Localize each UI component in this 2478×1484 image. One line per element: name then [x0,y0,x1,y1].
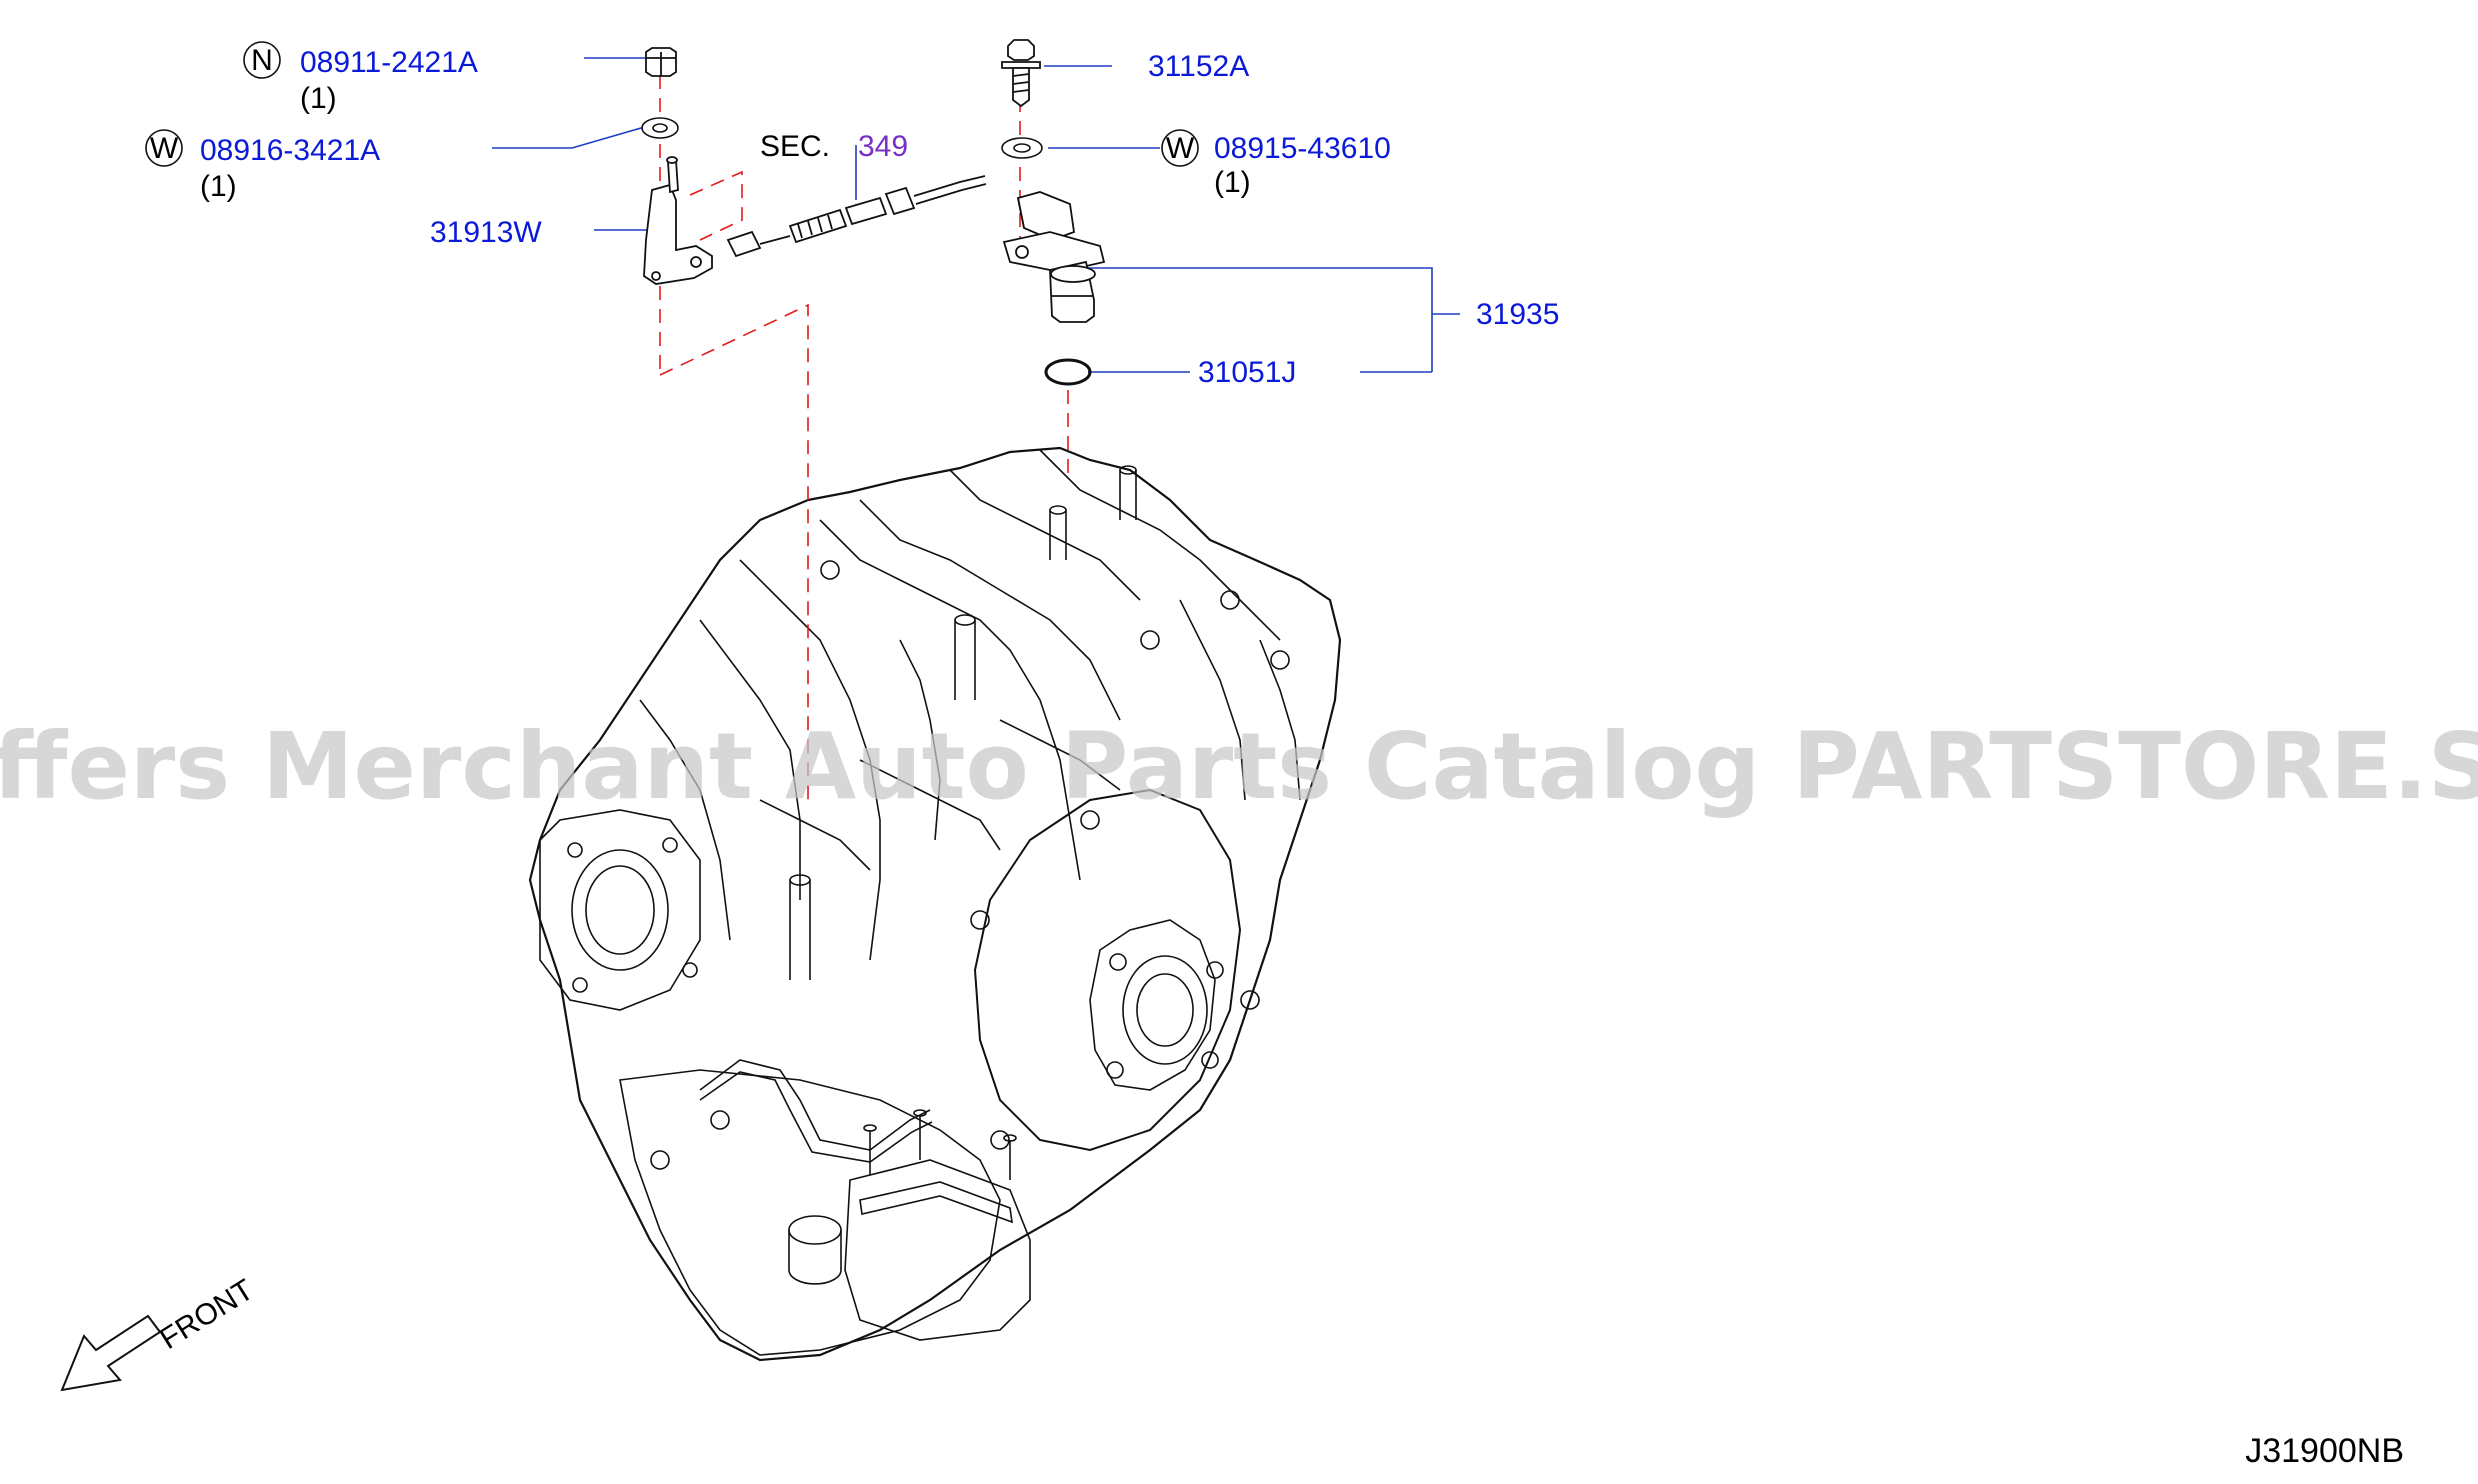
washer-left-part[interactable] [641,117,679,139]
bracket-part-number[interactable]: 31913W [430,216,542,249]
nut-symbol-circle [243,41,281,79]
front-arrow-icon [60,1314,162,1392]
bolt-part[interactable] [1001,39,1041,108]
washer-right-part[interactable] [1001,137,1043,159]
transmission-assembly [528,446,1342,1362]
assembly-guide-lines [659,75,1069,800]
washer-left-symbol: W [150,132,179,165]
washer-left-quantity: (1) [200,170,237,203]
nut-quantity: (1) [300,82,337,115]
callout-nut[interactable]: N 08911-2421A (1) [243,41,478,115]
washer-right-quantity: (1) [1214,166,1251,199]
washer-right-symbol: W [1166,132,1195,165]
washer-left-part-number[interactable]: 08916-3421A [200,134,380,167]
washer-left-symbol-circle [145,129,183,167]
sensor-assembly-part-number[interactable]: 31935 [1476,298,1559,331]
nut-part[interactable] [645,47,677,77]
nut-symbol: N [251,44,273,77]
washer-right-symbol-circle [1161,129,1199,167]
cable-connector-part[interactable] [726,175,987,258]
callout-washer-left[interactable]: W 08916-3421A (1) [145,129,380,203]
diagram-code: J31900NB [2245,1432,2404,1470]
front-label: FRONT [154,1273,259,1356]
section-prefix: SEC. [760,130,830,163]
section-reference[interactable]: SEC. 349 [760,130,908,163]
nut-part-number[interactable]: 08911-2421A [300,46,478,79]
bolt-part-number[interactable]: 31152A [1148,50,1249,83]
sensor-part[interactable] [1002,191,1106,323]
section-number[interactable]: 349 [858,130,908,163]
o-ring-part-number[interactable]: 31051J [1198,356,1296,389]
watermark-text: Offers Merchant Auto Parts Catalog PARTS… [0,713,2478,820]
o-ring-part[interactable] [1044,358,1092,386]
washer-right-part-number[interactable]: 08915-43610 [1214,132,1391,165]
bracket-part[interactable] [643,156,713,285]
front-direction-indicator: FRONT [60,1273,259,1392]
callout-washer-right[interactable]: W 08915-43610 (1) [1161,129,1391,199]
leader-lines [492,57,1460,373]
